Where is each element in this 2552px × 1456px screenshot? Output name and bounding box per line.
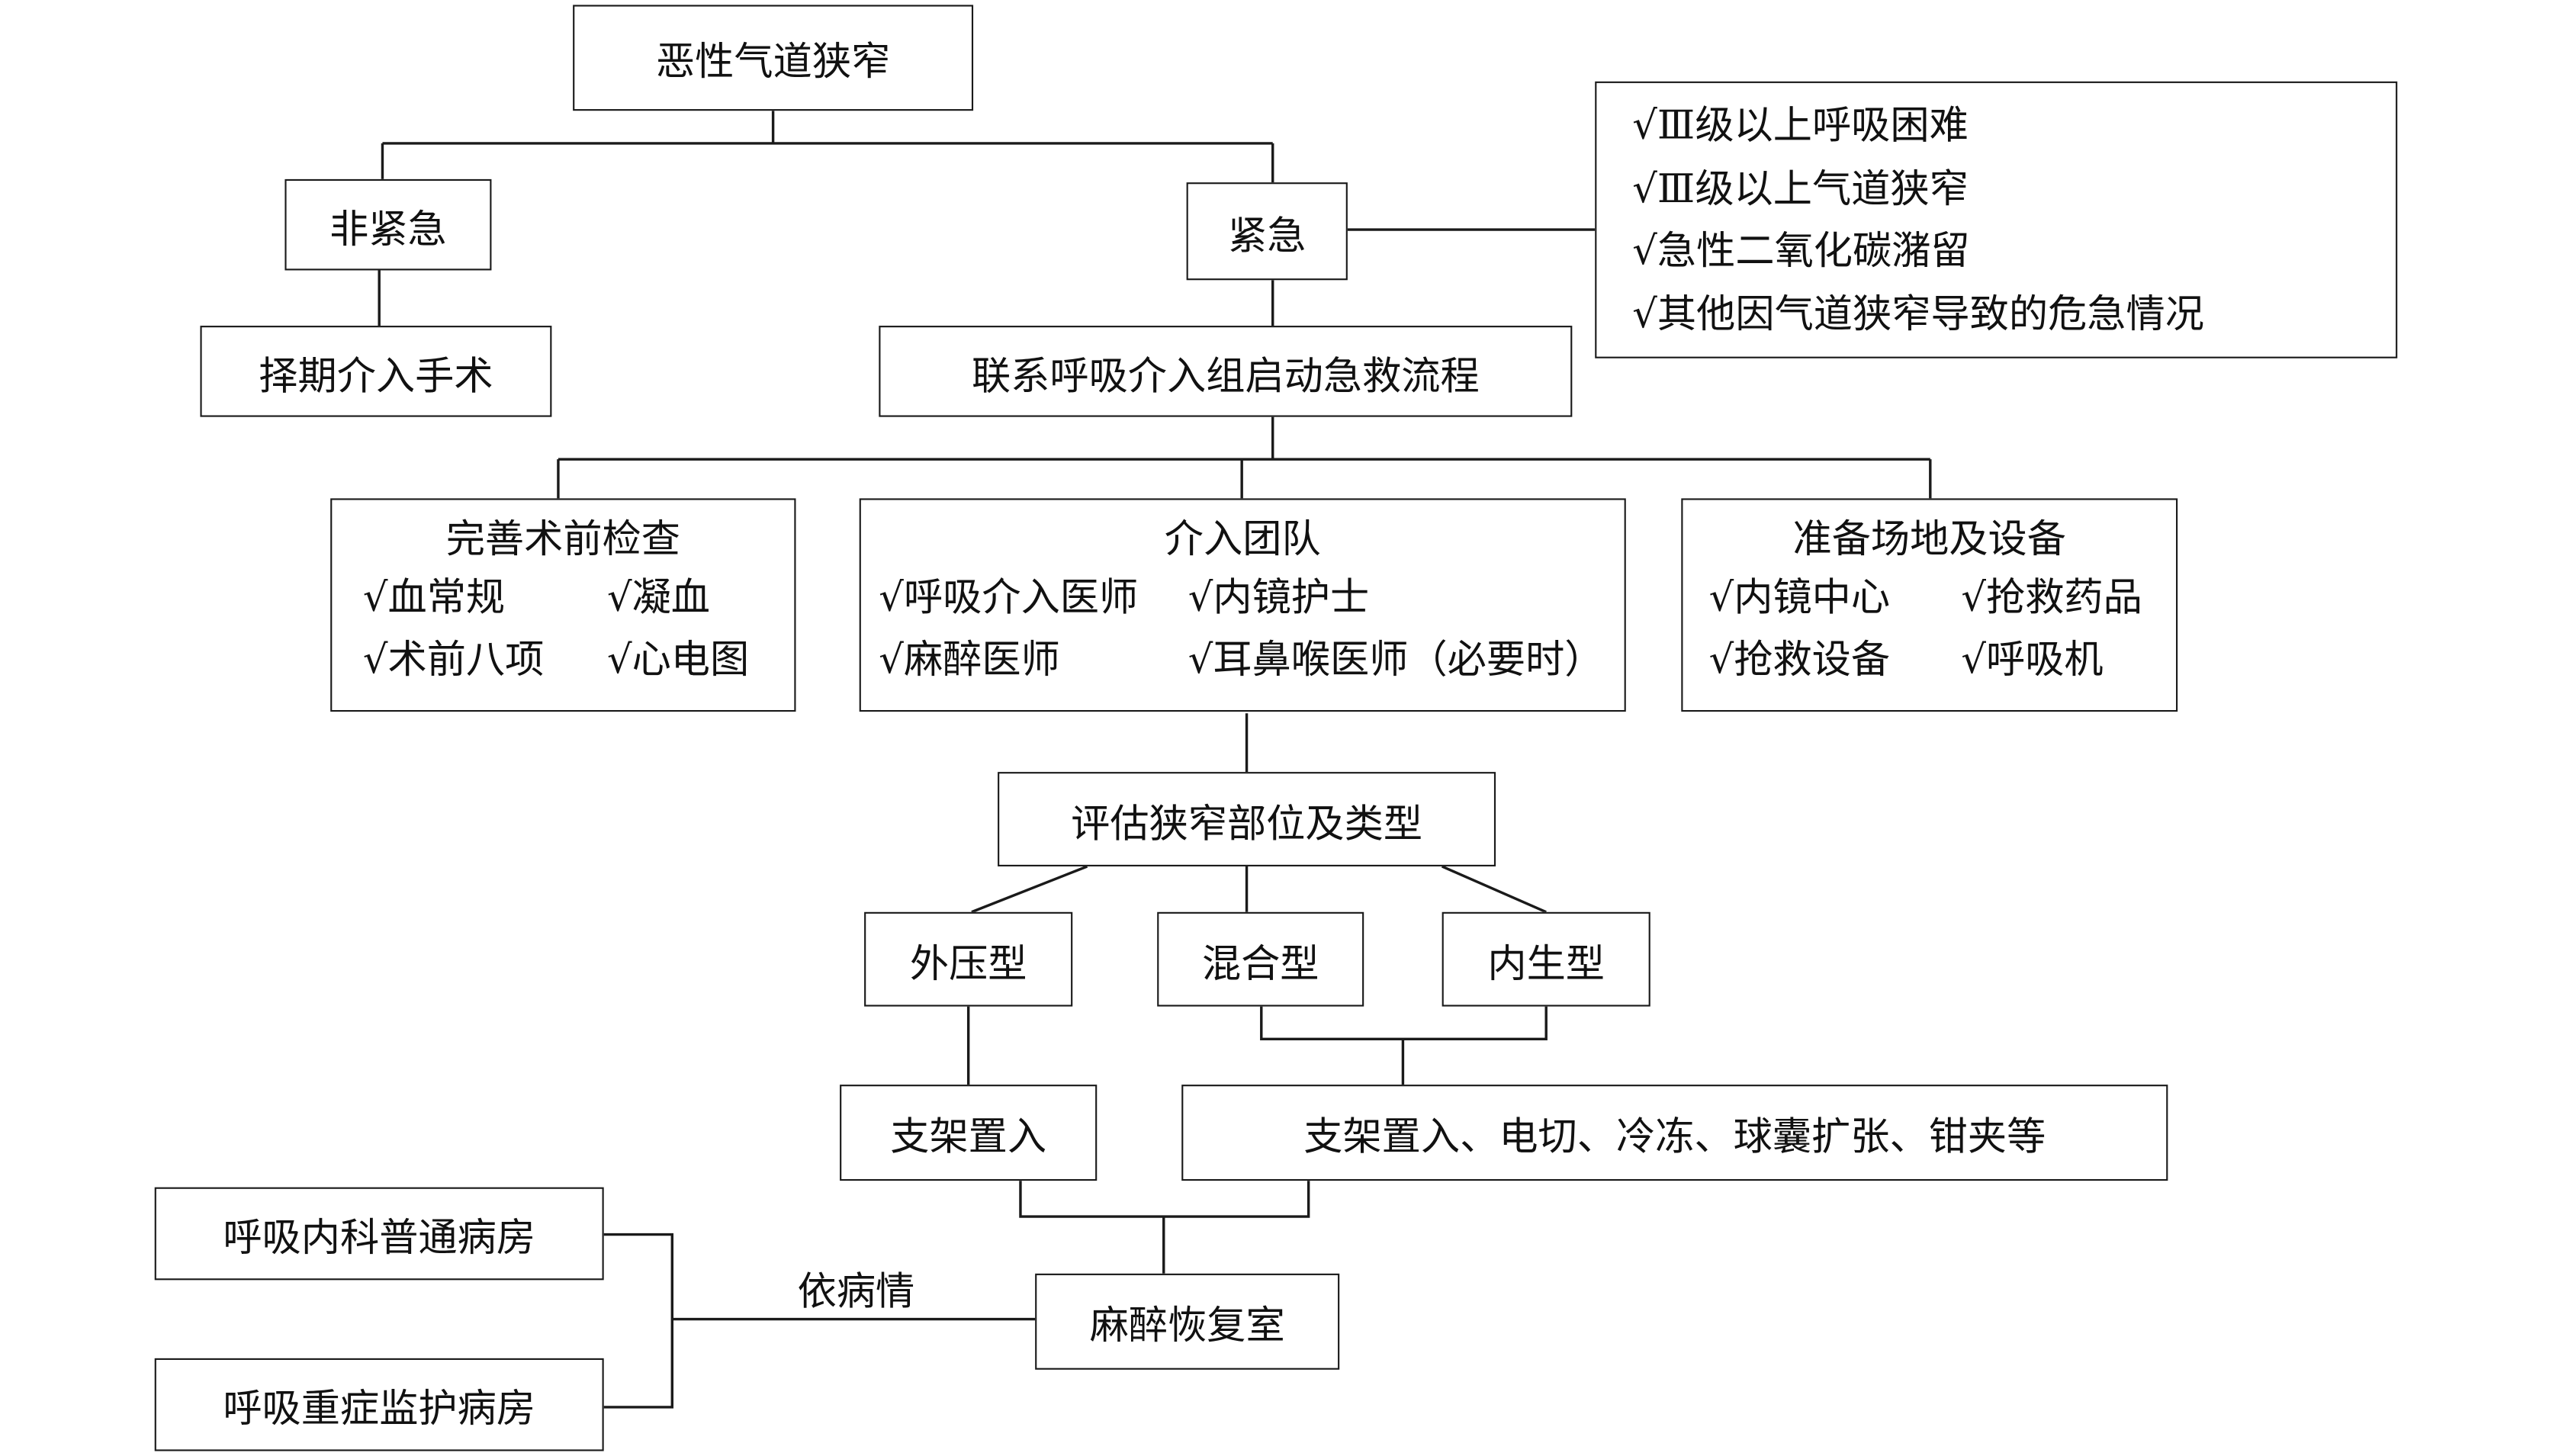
prepare-site-item: √抢救药品 [1961,574,2142,621]
preop-check-item: √血常规 [362,574,506,621]
preop-checks-box: 完善术前检查 √血常规 √凝血 √术前八项 √心电图 [330,498,796,712]
prepare-site-item: √呼吸机 [1961,636,2104,683]
assess-text: 评估狭窄部位及类型 [1071,800,1423,847]
internal-type-box: 内生型 [1442,911,1650,1007]
preop-checks-title: 完善术前检查 [445,516,680,562]
intervention-team-member: √内镜护士 [1188,574,1370,621]
prepare-site-box: 准备场地及设备 √内镜中心 √抢救药品 √抢救设备 √呼吸机 [1681,498,2178,712]
combined-treatment-text: 支架置入、电切、冷冻、球囊扩张、钳夹等 [1303,1114,2046,1160]
preop-checks-items: √血常规 √凝血 √术前八项 √心电图 [332,568,794,689]
non-urgent-box: 非紧急 [284,178,492,271]
general-ward-text: 呼吸内科普通病房 [223,1214,536,1261]
urgent-box: 紧急 [1186,182,1348,281]
intervention-team-member: √耳鼻喉医师（必要时） [1188,636,1604,683]
urgent-criterion: √Ⅲ级以上呼吸困难 [1632,102,1969,149]
general-ward-box: 呼吸内科普通病房 [154,1187,604,1281]
internal-type-text: 内生型 [1487,940,1605,986]
mixed-type-text: 混合型 [1201,940,1319,986]
intervention-team-box: 介入团队 √呼吸介入医师 √内镜护士 √麻醉医师 √耳鼻喉医师（必要时） [859,498,1626,712]
icu-ward-text: 呼吸重症监护病房 [223,1386,536,1432]
prepare-site-title: 准备场地及设备 [1792,516,2066,562]
intervention-team-title: 介入团队 [1164,516,1321,562]
contact-team-text: 联系呼吸介入组启动急救流程 [971,352,1480,399]
urgent-criterion: √急性二氧化碳潴留 [1632,227,1970,274]
prepare-site-item: √内镜中心 [1708,574,1891,621]
intervention-team-member: √麻醉医师 [879,636,1060,683]
root-box: 恶性气道狭窄 [573,5,974,111]
condition-label: 依病情 [797,1268,915,1315]
elective-surgery-text: 择期介入手术 [259,352,493,399]
preop-check-item: √心电图 [606,636,750,683]
stent-text: 支架置入 [890,1114,1047,1160]
mixed-type-box: 混合型 [1157,911,1364,1007]
urgent-criterion: √其他因气道狭窄导致的危急情况 [1632,291,2204,336]
preop-check-item: √凝血 [606,574,711,621]
intervention-team-items: √呼吸介入医师 √内镜护士 √麻醉医师 √耳鼻喉医师（必要时） [861,568,1625,689]
urgent-criteria-box: √Ⅲ级以上呼吸困难 √Ⅲ级以上气道狭窄 √急性二氧化碳潴留 √其他因气道狭窄导致… [1595,81,2398,358]
prepare-site-items: √内镜中心 √抢救药品 √抢救设备 √呼吸机 [1683,568,2176,689]
elective-surgery-box: 择期介入手术 [200,326,552,417]
assess-box: 评估狭窄部位及类型 [998,772,1496,866]
intervention-team-member: √呼吸介入医师 [879,574,1139,621]
combined-treatment-box: 支架置入、电切、冷冻、球囊扩张、钳夹等 [1181,1085,2168,1181]
urgent-text: 紧急 [1228,212,1307,259]
urgent-criterion: √Ⅲ级以上气道狭窄 [1632,165,1969,211]
contact-team-box: 联系呼吸介入组启动急救流程 [879,326,1573,417]
root-text: 恶性气道狭窄 [655,39,891,85]
stent-box: 支架置入 [840,1085,1098,1181]
prepare-site-item: √抢救设备 [1708,636,1891,683]
external-type-box: 外压型 [864,911,1073,1007]
non-urgent-text: 非紧急 [329,206,447,252]
recovery-room-box: 麻醉恢复室 [1035,1273,1340,1370]
external-type-text: 外压型 [909,940,1027,986]
recovery-room-text: 麻醉恢复室 [1089,1303,1285,1349]
preop-check-item: √术前八项 [362,636,545,683]
icu-ward-box: 呼吸重症监护病房 [154,1358,604,1451]
